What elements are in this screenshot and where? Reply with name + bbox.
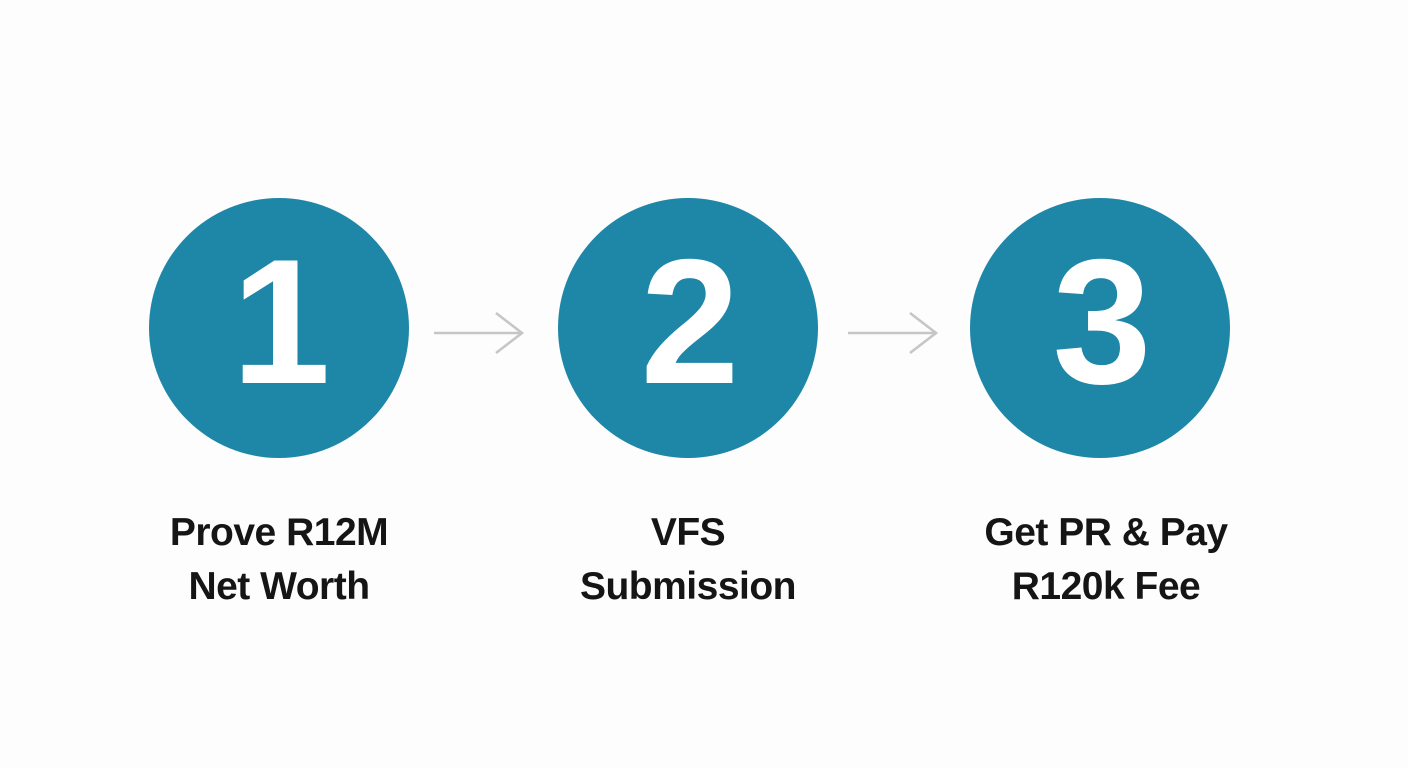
arrow-right-icon [848,311,939,355]
step-2-label-line2: Submission [579,565,797,608]
step-1-number: 1 [231,222,331,421]
step-2-circle: 2 [558,198,818,458]
step-3-label-line1: Get PR & Pay [984,511,1228,554]
step-1-label: Prove R12M Net Worth [69,506,489,614]
arrow-right-icon [434,311,525,355]
step-2-number: 2 [640,222,740,421]
step-1-circle: 1 [149,198,409,458]
step-2-label: VFS Submission [478,506,898,614]
step-3-label: Get PR & Pay R120k Fee [896,506,1316,614]
step-2-label-line1: VFS [650,511,726,554]
step-3-label-line2: R120k Fee [1011,565,1201,608]
step-1-label-line1: Prove R12M [169,511,389,554]
step-1-label-line2: Net Worth [188,565,370,608]
step-3-number: 3 [1052,222,1152,421]
step-3-circle: 3 [970,198,1230,458]
